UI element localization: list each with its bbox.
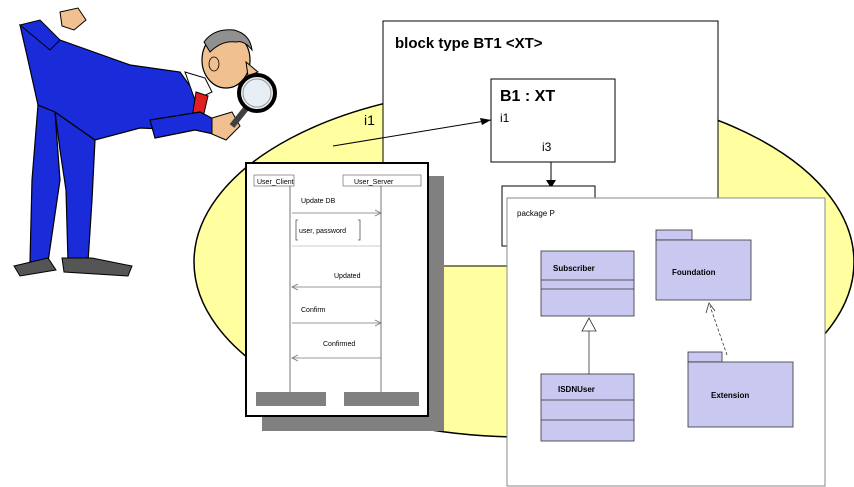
package-name: Extension xyxy=(711,391,749,400)
instance-port-in-label: i1 xyxy=(500,111,510,125)
message-label: Update DB xyxy=(301,198,336,205)
lifeline-foot-right xyxy=(344,392,419,406)
message-label: Confirmed xyxy=(323,341,355,348)
lifeline-label-right: User_Server xyxy=(354,179,394,186)
man-with-magnifying-glass xyxy=(13,7,277,277)
package-diagram-card: package P Subscriber ISDNUser Foundation… xyxy=(506,197,826,487)
lifeline-label-left: User_Client xyxy=(257,179,294,186)
signal-arrow xyxy=(332,119,492,147)
lifeline-head-left xyxy=(253,174,295,187)
magnifier-handle xyxy=(229,104,251,128)
block-type-title: block type BT1 <XT> xyxy=(395,35,543,52)
class-name: ISDNUser xyxy=(558,385,595,394)
message-label: Updated xyxy=(334,273,361,280)
package-name: Foundation xyxy=(672,268,716,277)
class-name: Subscriber xyxy=(553,264,595,273)
instance-name: B1 : XT xyxy=(500,88,555,105)
lifeline-foot-left xyxy=(256,392,326,406)
signal-arrowhead xyxy=(480,118,491,125)
lifeline-head-right xyxy=(342,174,422,187)
instance-port-out-label: i3 xyxy=(542,140,552,154)
outer-port-label: i1 xyxy=(364,112,375,128)
message-label: Confirm xyxy=(301,307,326,314)
frame-bracket xyxy=(295,219,298,241)
message-label: user, password xyxy=(299,228,346,235)
block-instance: B1 : XT i1 i3 xyxy=(490,78,616,163)
dependency-arrow xyxy=(709,305,728,356)
sequence-diagram-card: User_Client User_Server Update DB user, … xyxy=(245,162,444,431)
output-arrowhead xyxy=(546,180,556,188)
package-title: package P xyxy=(517,209,555,218)
magnifier-lens xyxy=(237,73,277,113)
